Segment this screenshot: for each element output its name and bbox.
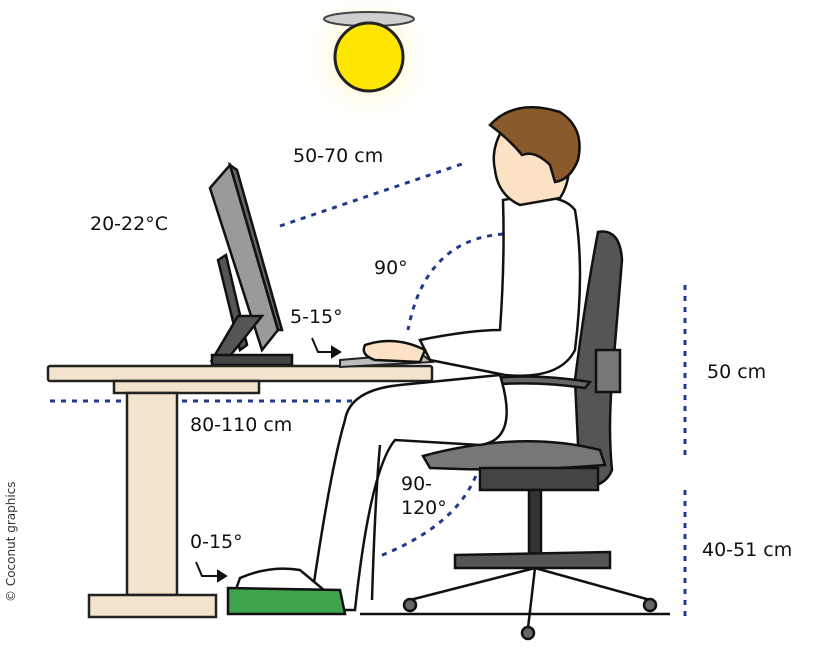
- wrist-arrow-icon: [312, 338, 340, 357]
- elbow-angle-arc: [408, 234, 503, 330]
- arm-angle-label: 90°: [374, 258, 408, 279]
- knee-angle-label-bottom: 120°: [401, 498, 447, 519]
- copyright-credit: © Coconut graphics: [4, 492, 18, 602]
- seat-height-label: 40-51 cm: [702, 540, 792, 561]
- eye-distance-line: [280, 163, 465, 226]
- knee-angle-label-top: 90-: [401, 474, 432, 495]
- monitor: [210, 165, 292, 365]
- foot-arrow-icon: [196, 562, 226, 581]
- wrist-angle-label: 5-15°: [290, 307, 343, 328]
- ceiling-lamp: [294, 0, 444, 133]
- lamp-distance-label: 50-70 cm: [293, 146, 383, 167]
- desk-height-label: 80-110 cm: [190, 415, 292, 436]
- backrest-height-label: 50 cm: [707, 362, 766, 383]
- foot-angle-label: 0-15°: [190, 532, 243, 553]
- footrest: [228, 588, 345, 614]
- temperature-label: 20-22°C: [90, 214, 168, 235]
